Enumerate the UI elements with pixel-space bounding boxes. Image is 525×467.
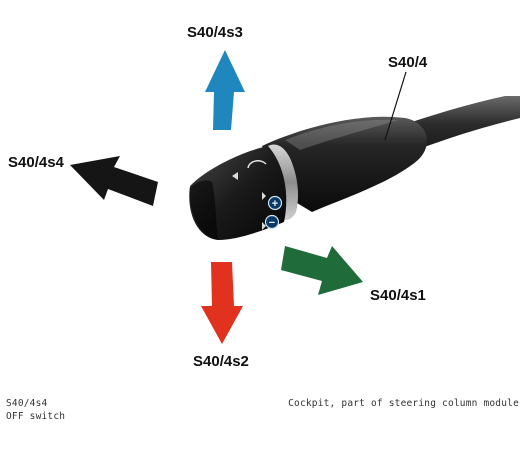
label-up: S40/4s3 bbox=[187, 24, 243, 41]
arrow-up-icon bbox=[205, 50, 245, 130]
caption-right: Cockpit, part of steering column module bbox=[288, 397, 519, 410]
lever-body bbox=[262, 116, 427, 212]
arrow-mark-2-icon bbox=[262, 192, 266, 200]
lever-tip-face bbox=[189, 180, 218, 240]
label-right: S40/4s1 bbox=[370, 287, 426, 304]
caption-right-text: Cockpit, part of steering column module bbox=[288, 398, 519, 409]
multifunction-lever: + − bbox=[189, 96, 520, 240]
arrow-mark-3-icon bbox=[262, 222, 266, 230]
caption-left: S40/4s4 OFF switch bbox=[6, 397, 65, 423]
arrow-down-icon bbox=[201, 262, 243, 344]
arrow-right-icon bbox=[281, 246, 363, 295]
arrow-mark-icon bbox=[232, 172, 238, 180]
wiper-symbol-icon bbox=[247, 160, 267, 169]
plus-icon: + bbox=[272, 198, 278, 210]
caption-left-title: S40/4s4 bbox=[6, 398, 48, 409]
lever-highlight bbox=[285, 119, 398, 150]
plus-button: + bbox=[267, 195, 283, 211]
minus-button: − bbox=[264, 214, 280, 230]
minus-icon: − bbox=[269, 217, 275, 229]
label-down: S40/4s2 bbox=[193, 353, 249, 370]
caption-left-subtitle: OFF switch bbox=[6, 411, 66, 422]
label-main-switch: S40/4 bbox=[388, 54, 428, 71]
arrow-left-icon bbox=[70, 156, 158, 206]
leader-line-main-switch bbox=[384, 71, 407, 141]
label-left: S40/4s4 bbox=[8, 154, 65, 171]
